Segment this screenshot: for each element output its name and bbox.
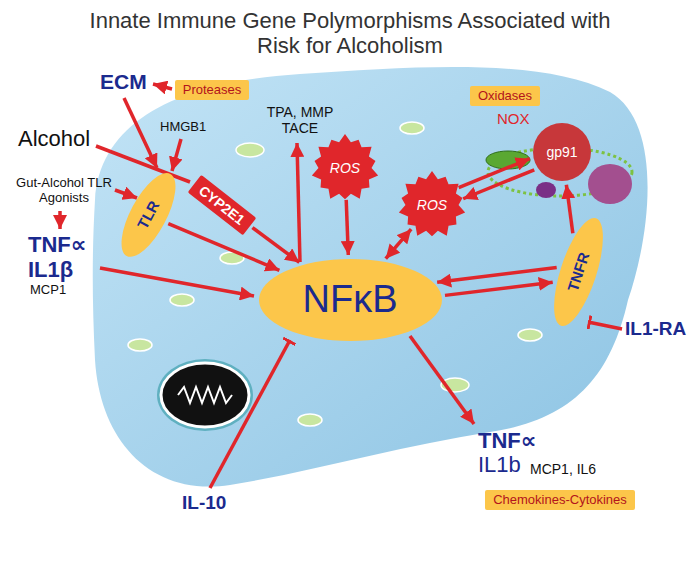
agent-label: Alcohol [18, 126, 90, 151]
pathway-arrow [437, 268, 556, 283]
node-text: NFκB [303, 278, 398, 322]
star-shape [312, 134, 378, 199]
enzyme-label: NOX [497, 110, 530, 127]
cell-body [93, 67, 648, 487]
chemokine-label: MCP1, IL6 [530, 461, 596, 477]
pathway-arrow [386, 229, 411, 258]
gp91-circle: gp91 [532, 122, 592, 182]
receptor-ellipse: TLR [109, 164, 187, 266]
ros-star: ROS [311, 134, 379, 202]
ellipse-shape [259, 259, 442, 341]
enzyme-box: Proteases [175, 80, 250, 101]
ellipse-shape [543, 213, 612, 332]
antagonist-label: IL1-RA [625, 318, 686, 340]
pathway-arrow [463, 170, 534, 199]
node-text: Oxidases [478, 89, 532, 104]
category-box: Chemokines-Cytokines [485, 490, 635, 511]
nucleus [157, 359, 253, 431]
cytokine-label: IL1b [478, 452, 521, 477]
diagram-title: Innate Immune Gene Polymorphisms Associa… [70, 8, 630, 59]
receptor-ellipse: TNFR [542, 211, 614, 332]
pathway-arrow [445, 282, 553, 295]
node-text: CYP2E1 [196, 182, 248, 228]
inhibitor-label: IL-10 [182, 492, 226, 514]
node-text: Proteases [183, 83, 242, 98]
pathway-arrow [459, 159, 530, 188]
cytokine-label: TNF∝ [478, 428, 536, 453]
pathway-arrows [60, 84, 622, 488]
factor-label: HMGB1 [160, 120, 206, 135]
cytokine-label: IL1β [28, 257, 73, 282]
node-text: Chemokines-Cytokines [493, 493, 627, 508]
agonist-label: Gut-Alcohol TLR Agonists [8, 176, 120, 206]
star-shape [399, 171, 465, 236]
pathway-arrow [346, 200, 348, 255]
node-text: ROS [330, 160, 360, 176]
enzyme-box: Oxidases [470, 86, 540, 107]
enzyme-box: CYP2E1 [188, 175, 257, 235]
transcription-factor-ellipse: NFκB [258, 258, 443, 342]
chemokine-label: MCP1 [30, 283, 66, 298]
vesicles [128, 122, 542, 426]
pathway-arrow [168, 224, 279, 271]
cytokine-label: TNF∝ [28, 232, 86, 257]
circle-shape [533, 123, 591, 181]
node-text: ROS [417, 197, 447, 213]
pathway-arrow [252, 228, 299, 263]
factor-label: ECM [100, 70, 147, 94]
pathway-arrow [566, 185, 572, 234]
ros-star: ROS [398, 171, 466, 239]
product-label: TPA, MMP TACE [255, 104, 345, 136]
node-text: gp91 [546, 144, 577, 160]
ellipse-shape [110, 166, 185, 265]
